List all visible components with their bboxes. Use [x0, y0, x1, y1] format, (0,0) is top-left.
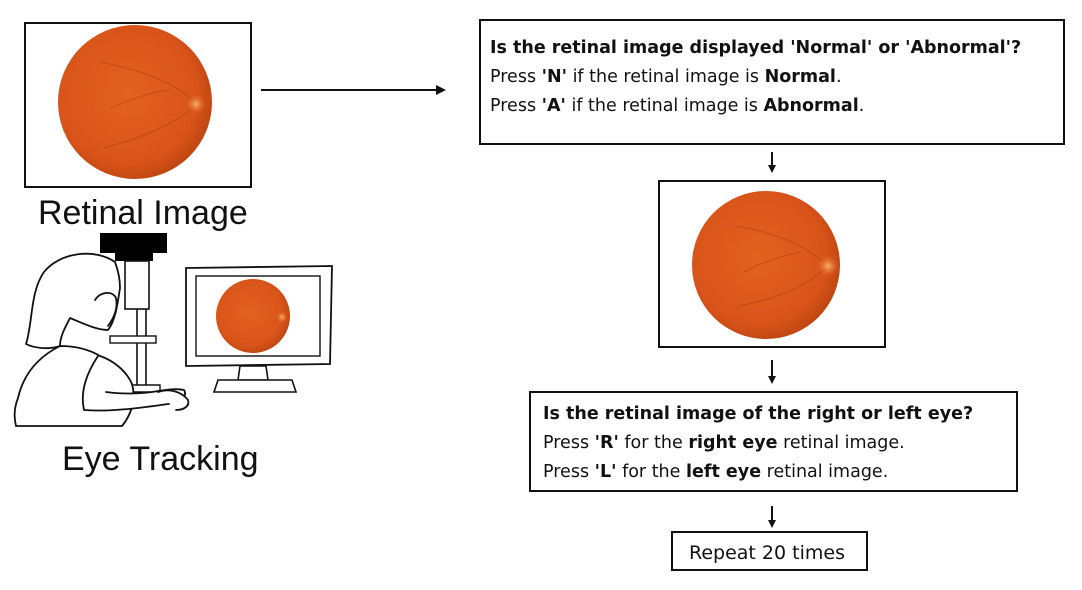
retinal-image-frame — [24, 22, 252, 188]
eye-tracking-caption: Eye Tracking — [62, 440, 259, 478]
eye-tracker-icon — [100, 233, 167, 393]
instruction-normal: Press 'N' if the retinal image is Normal… — [490, 67, 842, 87]
monitor-icon — [185, 265, 333, 393]
retinal-image-caption: Retinal Image — [38, 194, 248, 232]
instruction-abnormal: Press 'A' if the retinal image is Abnorm… — [490, 96, 865, 116]
normal-abnormal-question-box: Is the retinal image displayed 'Normal' … — [479, 19, 1065, 145]
displayed-retinal-image-frame — [658, 180, 886, 348]
repeat-label: Repeat 20 times — [689, 542, 845, 564]
instruction-left-eye: Press 'L' for the left eye retinal image… — [543, 462, 889, 482]
question-title: Is the retinal image of the right or lef… — [543, 404, 974, 424]
instruction-right-eye: Press 'R' for the right eye retinal imag… — [543, 433, 905, 453]
left-right-eye-question-box: Is the retinal image of the right or lef… — [529, 391, 1018, 492]
person-icon — [13, 252, 190, 427]
repeat-box: Repeat 20 times — [671, 531, 868, 571]
question-title: Is the retinal image displayed 'Normal' … — [490, 38, 1022, 58]
